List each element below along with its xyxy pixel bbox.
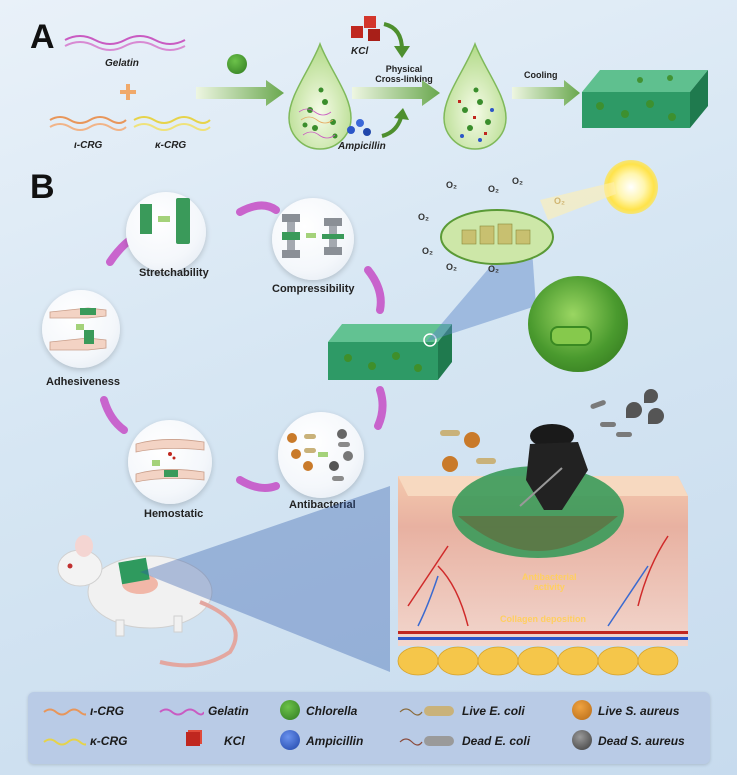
- legend-kcl-label: KCl: [224, 734, 245, 748]
- o2-label-1: O₂: [418, 212, 429, 222]
- antibacterial-activity-label: Antibacterial activity: [522, 572, 577, 592]
- compressibility-circle: [272, 198, 354, 280]
- crosslink-line-2: Cross-linking: [375, 74, 433, 84]
- zoom-beam-mouse: [140, 486, 390, 672]
- panel-b-letter: B: [30, 168, 55, 206]
- o2-label-7: O₂: [488, 264, 499, 274]
- legend-chlorella-label: Chlorella: [306, 704, 358, 718]
- o2-label-6: O₂: [446, 262, 457, 272]
- o2-label-3: O₂: [488, 184, 499, 194]
- curved-arrow-icon: [381, 108, 409, 138]
- gelatin-legend-icon: [159, 708, 204, 716]
- legend-gelatin-label: Gelatin: [208, 704, 249, 718]
- crosslink-line-1: Physical: [385, 64, 423, 74]
- antibacterial-activity-line-2: activity: [533, 582, 565, 592]
- kcrg-legend-icon: [43, 738, 86, 746]
- hydrogel-block-center: [328, 324, 452, 380]
- hemostatic-circle: [128, 420, 212, 504]
- dead-saureus-legend-icon: [572, 730, 592, 750]
- skin-section: [397, 466, 688, 676]
- knight-figure: [519, 424, 588, 510]
- antibacterial-label: Antibacterial: [289, 499, 356, 511]
- sunlight-beam: [540, 182, 616, 220]
- gelatin-label: Gelatin: [105, 58, 139, 69]
- kcl-legend-icon: [186, 732, 200, 746]
- arrow-icon: [158, 216, 170, 222]
- legend-dead-saureus-label: Dead S. aureus: [598, 734, 685, 748]
- kcl-cubes: [351, 16, 380, 41]
- hydrogel-block: [582, 70, 708, 128]
- chloroplast-icon: [440, 209, 554, 265]
- legend-live-saureus-label: Live S. aureus: [598, 704, 680, 718]
- kcrg-label: κ-CRG: [155, 140, 187, 151]
- legend-dead-ecoli-label: Dead E. coli: [462, 734, 531, 748]
- mouse-figure: [57, 535, 238, 668]
- antibacterial-activity-line-1: Antibacterial: [522, 572, 577, 582]
- kcrg-strands: [133, 116, 211, 131]
- o2-label-4: O₂: [512, 176, 523, 186]
- ampicillin-spheres: [347, 119, 371, 136]
- live-saureus-legend-icon: [572, 700, 592, 720]
- hydrogel-droplet-2: [443, 41, 507, 150]
- adhesiveness-label: Adhesiveness: [46, 376, 120, 388]
- legend-ampicillin-label: Ampicillin: [306, 734, 364, 748]
- curved-arrow-icon: [383, 22, 410, 58]
- stretchability-label: Stretchability: [139, 267, 209, 279]
- arrow-icon: [196, 80, 284, 106]
- icrg-strands: [49, 116, 127, 131]
- panel-a-letter: A: [30, 18, 55, 56]
- chlorella-icon: [227, 54, 247, 74]
- antibacterial-circle: [278, 412, 364, 498]
- hydrogel-droplet-1: [288, 41, 352, 150]
- legend-icrg-label: ι-CRG: [90, 704, 124, 718]
- legend: ι-CRG Gelatin Chlorella Live E. coli Liv…: [28, 692, 710, 764]
- gel-strip-stretched-icon: [176, 198, 190, 244]
- collagen-deposition-label: Collagen deposition: [500, 614, 587, 624]
- crosslink-label: Physical Cross-linking: [364, 64, 444, 84]
- cooling-label: Cooling: [524, 70, 558, 80]
- ampicillin-label: Ampicillin: [338, 141, 386, 152]
- legend-kcrg-label: κ-CRG: [90, 734, 128, 748]
- arrow-icon: [512, 80, 580, 106]
- adhesiveness-circle: [42, 290, 120, 368]
- plus-icon: [120, 84, 136, 100]
- hemostatic-label: Hemostatic: [144, 508, 204, 520]
- gelatin-strands: [64, 35, 186, 51]
- compressibility-label: Compressibility: [272, 283, 355, 295]
- chlorella-legend-icon: [280, 700, 300, 720]
- o2-label-2: O₂: [446, 180, 457, 190]
- chloroplast-inner-icon: [550, 326, 592, 346]
- dead-ecoli-legend-icon: [399, 736, 454, 746]
- icrg-label: ι-CRG: [74, 140, 103, 151]
- arrow-icon: [352, 80, 440, 106]
- icrg-legend-icon: [43, 708, 86, 716]
- ampicillin-legend-icon: [280, 730, 300, 750]
- chlorella-cell-large: [528, 276, 628, 372]
- gel-strip-icon: [140, 204, 152, 234]
- legend-live-ecoli-label: Live E. coli: [462, 704, 525, 718]
- o2-label-5: O₂: [422, 246, 433, 256]
- kcl-label: KCl: [351, 46, 369, 57]
- stretchability-circle: [126, 192, 206, 272]
- dead-bacteria-cluster: [590, 389, 664, 437]
- live-ecoli-legend-icon: [399, 706, 454, 716]
